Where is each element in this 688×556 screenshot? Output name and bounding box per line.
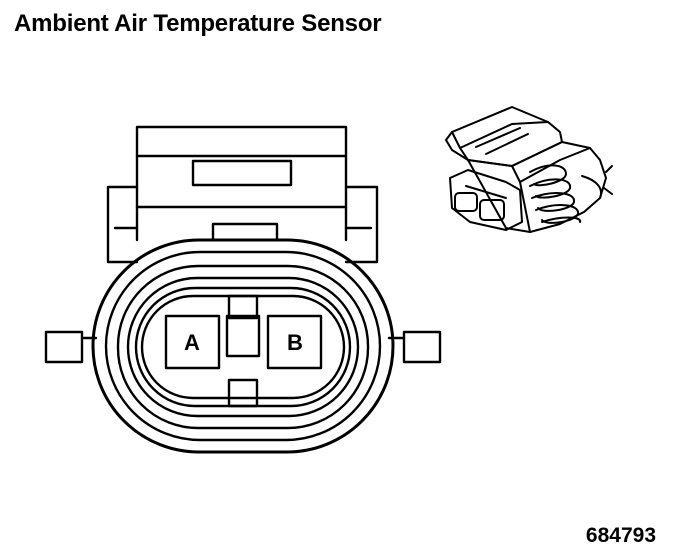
left-ear (44, 330, 84, 364)
seal-ring-2 (104, 250, 382, 442)
iso-body (467, 141, 607, 233)
upper-lock-tab (227, 294, 259, 320)
seal-ring-inner (140, 294, 346, 400)
left-shoulder (106, 185, 139, 264)
iso-pin-right (479, 199, 505, 221)
figure-number: 684793 (585, 524, 656, 547)
right-ear (402, 330, 442, 364)
seal-ring-3 (116, 264, 370, 430)
key-tab (211, 222, 279, 242)
seal-ring-4 (126, 276, 360, 418)
pin-label-a: A (184, 330, 200, 355)
connector-isometric-view (445, 106, 613, 233)
diagram-title: Ambient Air Temperature Sensor (14, 10, 382, 37)
pin-label-b: B (287, 330, 303, 355)
pin-cavity-a (164, 314, 221, 370)
iso-latch-arm (445, 106, 563, 167)
iso-spring (529, 164, 581, 224)
pin-cavity-b (266, 314, 323, 370)
lower-lock-tab (227, 378, 259, 408)
right-shoulder (344, 185, 379, 264)
connector-face-view: A B (44, 125, 442, 454)
latch-housing (135, 125, 348, 242)
latch-window (191, 159, 293, 187)
iso-front-face (449, 169, 523, 231)
seal-ring-5 (134, 286, 352, 408)
iso-pin-left (454, 192, 478, 212)
outer-seal-ring (91, 238, 395, 454)
center-divider (225, 314, 261, 358)
